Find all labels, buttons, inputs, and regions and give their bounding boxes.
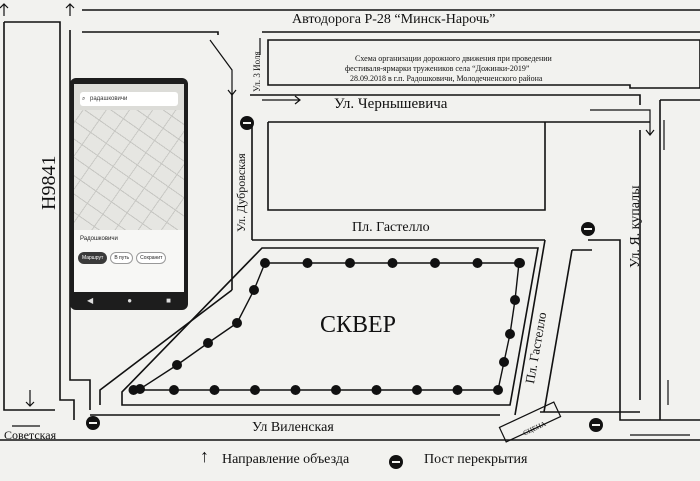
phone-map-screenshot: ⌕ радашковичи Радошковичи Маршрут В путь… (70, 78, 188, 310)
highway-bottom-edge-left (82, 31, 219, 35)
barrier-dot (505, 329, 515, 339)
barrier-dot (452, 385, 463, 395)
phone-map-area[interactable] (74, 110, 184, 230)
road-label-sov: Советская (4, 428, 57, 442)
recents-icon[interactable]: ■ (166, 296, 171, 305)
phone-route-button[interactable]: Маршрут (78, 252, 108, 264)
closure-post-icon (589, 418, 603, 432)
road-label-gast-h: Пл. Гастелло (352, 220, 430, 235)
barrier-chain (128, 258, 525, 395)
road-label-vilen: Ул Виленская (252, 420, 334, 435)
barrier-dot (290, 385, 301, 395)
square-label: СКВЕР (320, 312, 397, 338)
barrier-dot (412, 385, 422, 395)
left-road-inner (4, 21, 75, 420)
barrier-dot (172, 360, 182, 370)
block-right-lower (588, 239, 700, 421)
gastello-right-diag-2 (543, 249, 573, 413)
home-icon[interactable]: ● (127, 296, 133, 305)
barrier-dot (331, 385, 341, 395)
road-label-kupaly: Ул. Я. купалы (628, 185, 643, 268)
barrier-dot (430, 258, 440, 268)
barrier-dot (387, 258, 398, 268)
barrier-dot (209, 385, 220, 395)
barrier-dot (232, 318, 242, 328)
barrier-dot (302, 258, 313, 268)
barrier-dot (371, 385, 382, 395)
legend-post: Пост перекрытия (424, 452, 528, 467)
barrier-dot (135, 384, 145, 394)
phone-search-text: радашковичи (90, 96, 128, 102)
search-icon: ⌕ (82, 96, 86, 102)
chern-top (250, 94, 641, 105)
left-road-outer (3, 22, 55, 411)
block-highway (267, 39, 700, 89)
barrier-dot (514, 258, 524, 268)
road-label-left: Н9841 (38, 155, 60, 210)
road-label-iolya: Ул. 3 Иоля (252, 51, 262, 92)
barrier-dot (203, 338, 213, 348)
barrier-dot (499, 357, 509, 367)
barrier-dot (260, 258, 270, 268)
barrier-dot (345, 258, 355, 268)
block-center (267, 122, 546, 211)
road-label-dubr: Ул. Дубровская (234, 153, 248, 232)
barrier-dot (472, 258, 483, 268)
stage-block (498, 401, 562, 443)
caption-line-3: 28.09.2018 в г.п. Радошковичи, Молодечне… (350, 74, 543, 83)
closure-post-icon (581, 222, 595, 236)
legend-detour: Направление объезда (222, 452, 350, 467)
detour-arrow-icon: ↑ (200, 446, 209, 466)
phone-search-bar[interactable]: ⌕ радашковичи (80, 92, 178, 106)
road-label-chern: Ул. Чернышевича (334, 96, 448, 112)
barrier-dot (510, 295, 520, 305)
detour-arrows (0, 3, 690, 436)
phone-place-title: Радошковичи (80, 236, 118, 242)
square-outline (121, 247, 539, 406)
back-icon[interactable]: ◀ (87, 296, 94, 305)
barrier-dot (250, 385, 260, 395)
closure-post-icon (86, 416, 100, 430)
phone-go-button[interactable]: В путь (110, 252, 134, 264)
gastello-right-diag (514, 239, 546, 416)
closure-post-icon (240, 116, 254, 130)
phone-actions: Маршрут В путь Сохранит (78, 252, 167, 264)
barrier-dot (493, 385, 503, 395)
legend-post-icon (389, 455, 403, 469)
barrier-dot (169, 385, 179, 395)
barrier-dot (249, 285, 259, 295)
road-label-top: Автодорога Р-28 “Минск-Нарочь” (292, 12, 496, 27)
phone-save-button[interactable]: Сохранит (136, 252, 167, 264)
caption-line-2: фестиваля-ярмарки тружеников села “Дожин… (345, 64, 530, 73)
caption-line-1: Схема организации дорожного движения при… (355, 54, 552, 63)
phone-nav-bar: ◀ ● ■ (70, 294, 188, 308)
phone-place-card: Радошковичи Маршрут В путь Сохранит (74, 230, 184, 292)
phone-screen: ⌕ радашковичи Радошковичи Маршрут В путь… (74, 84, 184, 292)
